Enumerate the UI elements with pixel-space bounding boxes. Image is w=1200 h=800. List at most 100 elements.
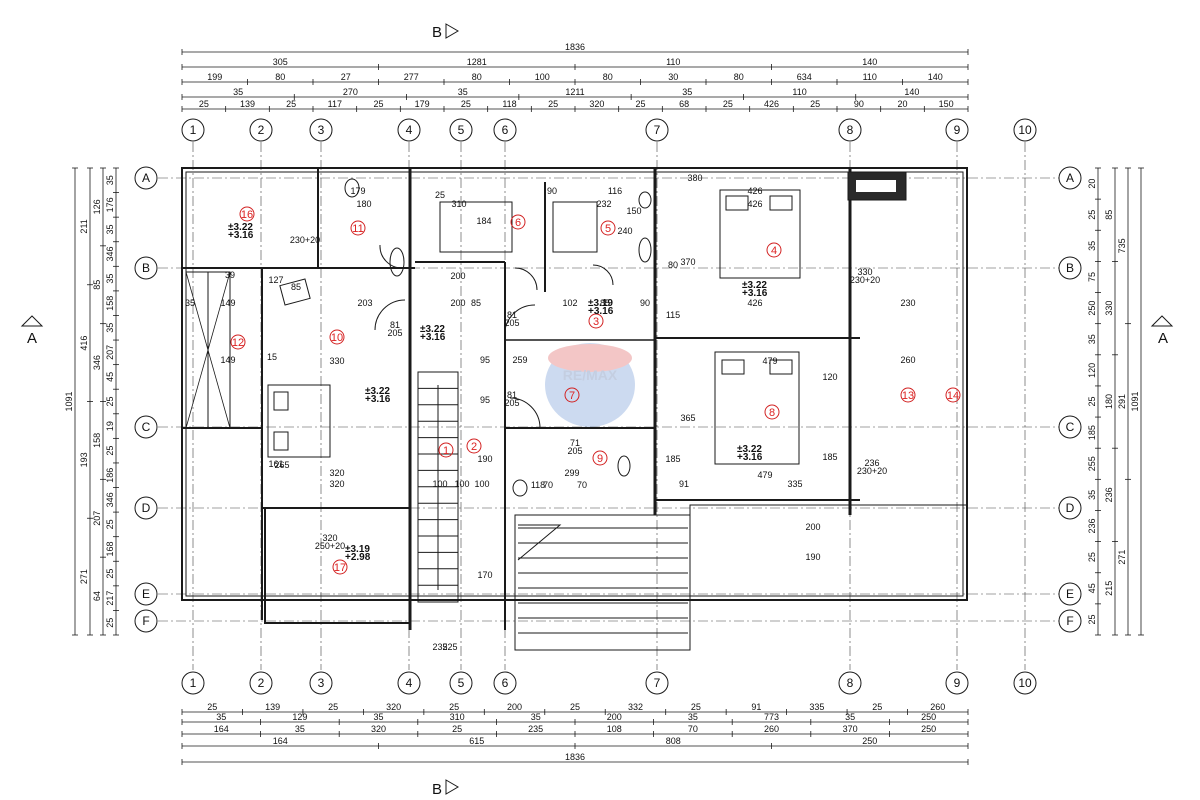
bottom-dim-label: 164 [273,736,288,746]
level-marker: ±3.22 [737,444,762,455]
interior-dim-label: 120 [822,372,837,382]
interior-dim-label: 100 [474,479,489,489]
top-dim-label: 150 [939,99,954,109]
bottom-dim-label: 320 [371,724,386,734]
bed-room8 [714,351,800,465]
level-marker: +3.16 [228,230,254,241]
level-marker: +2.98 [345,552,371,563]
column-axis-label: 2 [258,123,265,137]
bottom-dim-label: 332 [628,702,643,712]
room-number: 7 [569,390,575,402]
armchair [279,278,311,306]
walls [181,167,968,630]
top-dim-label: 270 [343,87,358,97]
interior-dim-label: 479 [757,470,772,480]
bottom-dim-label: 35 [295,724,305,734]
section-arrow-right [1150,315,1174,327]
section-arrow-top [445,23,459,39]
room-circle [510,214,526,230]
interior-dim-label: 39 [225,270,235,280]
interior-dim-label: 240 [617,226,632,236]
interior-dim-label: 265 [274,460,289,470]
room-number: 16 [241,209,253,221]
top-dim-label: 25 [286,99,296,109]
row-axis-label: F [142,614,149,628]
interior-dim-label: 335 [787,479,802,489]
column-axis-label: 9 [954,123,961,137]
section-arrow-left [20,315,44,327]
interior-dim-label: 71 [570,438,580,448]
section-arrow-bottom [445,779,459,795]
top-dim-label: 1211 [565,87,584,97]
top-dim-label: 118 [502,99,516,109]
column-axis-bubble [645,671,669,695]
interior-dim-label: 118 [531,480,545,490]
left-dim-label: 25 [105,446,115,456]
bottom-dim-label: 773 [764,712,779,722]
interior-dim-label: 161 [268,459,283,469]
interior-dim-label: 180 [356,199,371,209]
column-axis-bubble [493,671,517,695]
column-axis-bubble [249,118,273,142]
top-dim-label: 27 [341,72,351,82]
row-axis-bubble [134,166,158,190]
interior-dim-label: 185 [822,452,837,462]
room-circle [900,387,916,403]
top-dim-label: 25 [635,99,645,109]
top-dim-label: 634 [797,72,812,82]
level-marker: +3.16 [420,332,446,343]
room-circle [230,334,246,350]
column-axis-bubble [397,671,421,695]
right-dim-label: 236 [1104,487,1114,502]
bed-room6 [439,201,513,253]
left-dim-label: 416 [79,336,89,351]
room-number: 13 [902,390,914,402]
right-dim-label: 291 [1117,394,1127,409]
column-axis-bubble [397,118,421,142]
section-label-right: A [1158,330,1168,347]
interior-dim-label: 15 [267,352,277,362]
room-circle [466,438,482,454]
left-dim-label: 346 [105,247,115,262]
room-number: 14 [947,390,959,402]
top-dim-label: 80 [275,72,285,82]
level-markers: ±3.22+3.16±3.22+3.16±3.22+3.16±3.22+3.16… [228,222,768,563]
row-axis-label: C [142,420,151,434]
section-label-bottom: B [432,781,442,798]
left-dim-label: 35 [105,323,115,333]
bottom-dim-label: 164 [214,724,229,734]
interior-dim-label: 80 [668,260,678,270]
column-axis-bubble [838,671,862,695]
interior-dim-label: 370 [680,257,695,267]
door-swing-10 [374,299,406,331]
left-dim-label: 271 [79,569,89,584]
level-marker: ±3.22 [365,386,390,397]
top-dim-label: 140 [862,57,877,67]
interior-dim-label: 205 [504,318,519,328]
column-axis-label: 3 [318,123,325,137]
pillow-10b [273,431,289,451]
left-dim-label: 25 [105,618,115,628]
section-label-left: A [27,330,37,347]
row-axis-bubble [1058,166,1082,190]
door-swing-11 [379,244,403,269]
bottom-dim-label: 25 [691,702,701,712]
bottom-dim-label: 808 [666,736,681,746]
left-dim-label: 35 [105,274,115,284]
interior-dim-label: 81 [507,390,517,400]
interior-dim-label: 320 [329,468,344,478]
right-dim-label: 20 [1087,179,1097,189]
right-dim-label: 1091 [1130,391,1140,411]
right-dimension-chains: 2025357525035120251852553523625452585330… [1087,167,1144,636]
interior-dim-label: 127 [268,275,283,285]
interior-dim-label: 330 [857,267,872,277]
column-axis-bubble [249,671,273,695]
bottom-dim-label: 139 [265,702,280,712]
interior-dim-label: 149 [220,355,235,365]
interior-dim-label: 102 [562,298,577,308]
pillow-4b [769,195,793,211]
interior-dim-label: 184 [476,216,491,226]
column-axis-bubble [181,671,205,695]
interior-dim-label: 85 [600,298,610,308]
